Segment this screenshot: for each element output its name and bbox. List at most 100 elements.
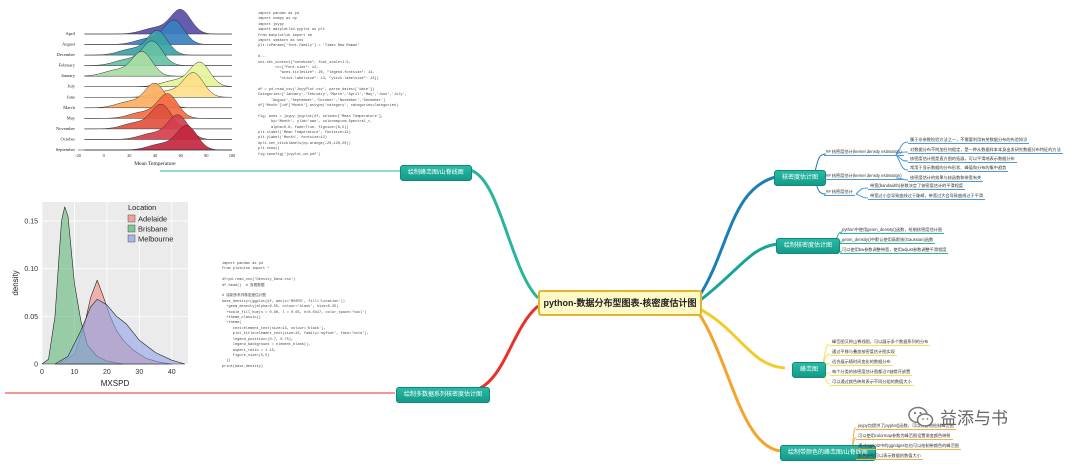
ridge-x-tick: 20 [127,153,131,158]
code-line: # 绘制多系列核密度估计图 [222,294,266,299]
code-line: import numpy as np [258,17,297,22]
y-tick-label: 0.15 [24,219,38,226]
draw-kde-leaf-2[interactable]: geom_density()中默认使用高斯核(Gaussian)函数 [840,237,936,244]
legend-label: Brisbane [138,224,168,233]
kde-leaf-2[interactable]: 对数据分布不附加任何假定，是一种从数据样本本身出发研究数据分布特征的方法 [908,147,1063,154]
ridge-month-label: July [67,84,75,89]
ridge-month-label: November [56,126,75,131]
code-line: +theme( [222,321,242,326]
color-ridge-leaf-4[interactable]: 颜色映射可以表示数据的数值大小 [856,453,923,460]
code-line: 'August','September','October','November… [258,98,386,103]
branch-colored-ridgeline[interactable]: 绘制带颜色的峰峦图/山脊线图 [780,445,876,461]
kde-subtopic-2[interactable]: ## 核密度估计(kernel density estimation) [824,173,904,180]
x-tick-label: 40 [168,369,176,376]
kde-leaf-3[interactable]: 核密度估计图是直方图的拓展，可以平滑地表示数据分布 [908,156,1017,163]
color-ridge-leaf-2[interactable]: 可以使用colormap参数为峰峦图设置渐变颜色映射 [856,433,953,440]
code-line: df['Month']=df['Month'].astype('category… [258,103,399,108]
legend-label: Adelaide [138,214,167,223]
branch-multi-kde[interactable]: 绘制多数据系列核密度估计图 [396,387,491,403]
ridge-month-label: February [59,63,76,68]
ridge-x-tick: 40 [153,153,157,158]
ridge-month-label: January [61,73,76,78]
ridgeline-leaf-4[interactable]: 每个分类的核密度估计图都沿Y轴错开放置 [830,369,913,376]
code-line: df.head() # 查看数据 [222,283,265,288]
kde-subtopic-3[interactable]: ## 核密度估计 [824,189,855,196]
color-ridge-leaf-3[interactable]: 通过ggplot2中的ggridges包也可以绘制带颜色的峰峦图 [856,443,961,450]
x-tick-label: 30 [135,369,143,376]
ridge-area [84,103,233,130]
ridge-x-tick: 100 [229,153,235,158]
code-line: +scale_fill_hue(s = 0.90, l = 0.65, h=0.… [222,310,367,315]
ridgeline-leaf-2[interactable]: 通过平移与叠加核密度估计图实现 [830,349,897,356]
ridge-x-tick: -20 [75,153,81,158]
ridgeline-leaf-5[interactable]: 可以通过颜色映射表示不同分组的数值大小 [830,379,914,386]
code-line: #plt.set_xticklabels(np.arange(-20,120,2… [258,141,351,146]
branch-draw-kde[interactable]: 绘制核密度估计图 [776,238,841,254]
kde-leaf-4[interactable]: 常用于显示数据的分布形状、峰值和分布的集中趋势 [908,165,1009,172]
code-line: import joypy [258,22,284,27]
code-line: fig, axes = joypy.joyplot(df, column=['M… [258,114,384,119]
code-line: df = pd.read_csv('JoyyPlot.csv', parse_d… [258,87,375,92]
code-line: sns.set_context("notebook", font_scale=1… [258,60,351,65]
x-axis-label: MXSPD [101,379,130,388]
y-axis-label: density [11,270,20,295]
ridge-month-label: September [56,147,76,152]
kde-leaf-6[interactable]: 带宽(bandwidth)参数决定了核密度估计的平滑程度 [868,183,966,190]
ridge-area [83,82,233,109]
code-line: legend_position=(0.7, 0.75), [222,337,294,342]
y-tick-label: 0 [34,362,38,369]
code-line: alpha=0.8, fade=True, figsize=(6,5)) [258,125,349,130]
ridge-month-label: October [61,136,76,141]
kde-subtopic-1[interactable]: ## 核密度估计(kernel density estimation) [824,149,904,156]
code-line: plt.xlabel('Mean Temperature', fontsize=… [258,130,351,135]
density-series-melbourne [54,298,186,365]
code-line: import matplotlib.pyplot as plt [258,28,325,33]
color-ridge-leaf-1[interactable]: joypy包提供了joyplot()函数，可以方便地绘制峰峦图 [856,423,956,430]
wechat-logo-icon [908,406,934,427]
watermark: 益添与书 [908,404,1008,429]
ridge-x-tick: 60 [179,153,183,158]
ridge-month-label: March [63,105,75,110]
ridgeline-chart: AprilAugustDecemberFebruaryJanuaryJulyJu… [56,8,235,167]
branch-ridgeline[interactable]: 峰峦图 [792,362,827,378]
ridgeline-leaf-1[interactable]: 峰峦图又称山脊线图，可以展示多个数据系列的分布 [830,339,931,346]
code-line: #... [258,55,267,60]
watermark-text: 益添与书 [940,409,1008,429]
code-line: )) [222,359,231,364]
branch-kde[interactable]: 核密度估计图 [774,170,827,186]
code-line: base_density=(ggplot(df, aes(x='MXSPD', … [222,299,345,304]
ridge-month-label: December [57,52,76,57]
code-line: rc={"font.size": 12, [258,66,319,71]
y-tick-label: 0.10 [24,266,38,273]
ridge-month-label: June [67,94,75,99]
draw-kde-leaf-1[interactable]: python中使用geom_density()函数，绘制核密度估计图 [840,227,945,234]
ridgeline-leaf-3[interactable]: 适合展示随时间变化的数据分布 [830,359,893,366]
code-line: "xtick.labelsize": 13, "ytick.labelsize"… [258,76,379,81]
code-line: text=element_text(size=13, colour='black… [222,326,326,331]
ridge-x-label: Mean Temperature [134,161,176,167]
code-line: plt.rcParams['font.family'] = 'Times New… [258,44,360,49]
code-line: from plotnine import * [222,267,270,272]
code-line: fig.savefig('joyplot_cm.pdf') [258,152,321,157]
code-line: legend_background = element_blank(), [222,343,311,348]
draw-kde-leaf-3[interactable]: 可以使用bw参数调整带宽，使用adjust参数调整平滑程度 [840,247,949,254]
code-line: figure_size=(5,5) [222,353,270,358]
code-line: by='Month', ylim='own', colormap=cm.Spec… [258,120,373,125]
legend-label: Melbourne [138,234,173,243]
code-line: print(base_density) [222,364,263,369]
legend-swatch [127,224,136,233]
x-tick-label: 0 [40,369,44,376]
code-line: import pandas as pd [258,12,299,16]
code-line: plt.show() [258,147,280,152]
code-line: aspect_ratio = 1.15, [222,348,276,353]
code-line: import pandas as pd [222,262,263,266]
kde-leaf-1[interactable]: 属于非参数检验方法之一，不需要利用有关数据分布的先验知识 [908,137,1030,144]
kde-leaf-7[interactable]: 带宽过小会导致曲线过于陡峭，带宽过大会导致曲线过于平滑 [868,193,986,200]
root-node[interactable]: python-数据分布型图表-核密度估计图 [538,290,702,316]
kde-leaf-5[interactable]: 核密度估计的效果与核函数和带宽有关 [908,175,984,182]
code-line: plt.ylabel('Month', fontsize=12) [258,136,328,141]
branch-draw-ridgeline[interactable]: 绘制峰峦图/山脊线图 [400,165,472,181]
